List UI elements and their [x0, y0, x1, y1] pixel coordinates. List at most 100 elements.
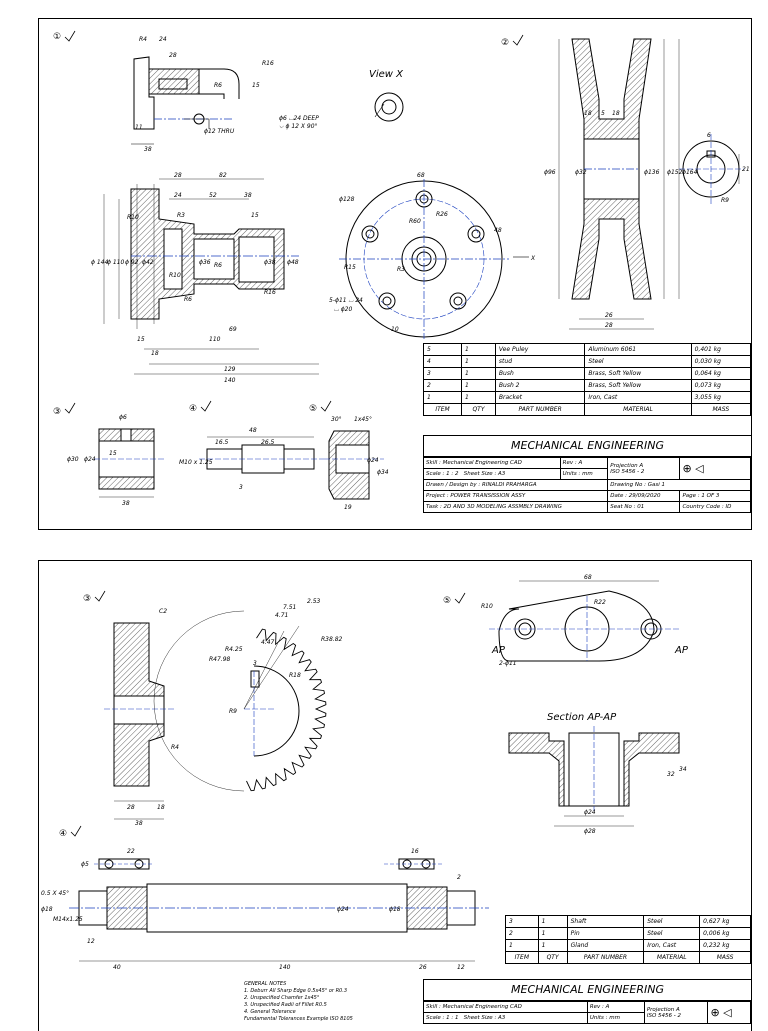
- parts-header-mass: MASS: [699, 951, 751, 964]
- dim: 15: [251, 212, 259, 219]
- dim: 16: [411, 848, 419, 855]
- dim: 26.5: [261, 439, 275, 446]
- scale-label: Scale : 1 : 2: [426, 471, 459, 477]
- dim: 12: [87, 938, 95, 945]
- parts-cell-qty: 1: [461, 379, 496, 392]
- skill: Skill : Mechanical Engineering CAD: [423, 457, 561, 469]
- svg-text:①: ①: [53, 32, 61, 42]
- note-line: 3. Unspecified Radii of Fillet R0.5: [244, 1002, 327, 1008]
- scale: Scale : 1 : 2 Sheet Size : A3: [423, 468, 561, 480]
- units: Units : mm: [559, 468, 609, 480]
- dim: 38: [122, 500, 130, 507]
- sheet1-title: MECHANICAL ENGINEERING: [423, 435, 752, 457]
- dim: ϕ5: [81, 861, 89, 868]
- sheet2-title: MECHANICAL ENGINEERING: [423, 979, 752, 1001]
- dim: M10 x 1.25: [179, 459, 213, 466]
- rev: Rev : A: [559, 457, 609, 469]
- note-line: 1. Deburr All Sharp Edge 0.5x45° or R0.3: [244, 988, 348, 994]
- dim: 21: [742, 166, 750, 173]
- svg-text:④: ④: [189, 404, 197, 414]
- dim: 52: [209, 192, 217, 199]
- note-line: Fundamental Tolerances Example ISO 8105: [244, 1016, 353, 1022]
- note-line: GENERAL NOTES: [244, 981, 287, 987]
- units: Units : mm: [586, 1012, 645, 1024]
- dim: 30°: [331, 416, 342, 423]
- dim: R22: [594, 599, 606, 606]
- dim: R4: [139, 36, 147, 43]
- dim: ϕ 144: [91, 259, 109, 266]
- dim: ϕ28: [584, 828, 596, 835]
- dim: R18: [289, 672, 301, 679]
- parts-cell-material: Brass, Soft Yellow: [584, 379, 692, 392]
- dim: 7.51: [283, 604, 296, 611]
- parts-cell-name: Bush 2: [494, 379, 586, 392]
- project: Project : POWER TRANSISSION ASSY: [422, 490, 609, 502]
- drawing-no: Drawing No : Gasi 1: [607, 479, 751, 491]
- parts-cell-qty: 1: [461, 355, 496, 368]
- parts-cell-material: Aluminum 6061: [584, 343, 692, 356]
- dim: ϕ32: [575, 169, 587, 176]
- dim: 3: [239, 484, 243, 491]
- dim: 5-ϕ11 ⌴ 24: [329, 297, 363, 304]
- parts-header-material: MATERIAL: [643, 951, 701, 964]
- dim: ϕ30: [67, 456, 79, 463]
- scale: Scale : 1 : 1 Sheet Size : A3: [423, 1012, 588, 1024]
- parts-cell-name: Bush: [494, 367, 586, 380]
- country: Country Code : ID: [679, 501, 751, 513]
- dim: ϕ34: [377, 469, 389, 476]
- sheet1-drawing: ① View X ② ③: [53, 30, 750, 511]
- dim: 18: [612, 110, 620, 117]
- dim: R4.25: [225, 646, 243, 653]
- parts-cell-qty: 1: [461, 391, 496, 404]
- parts-cell-item: 5: [422, 343, 463, 356]
- parts-cell-qty: 1: [537, 915, 568, 928]
- dim: 48: [494, 227, 502, 234]
- parts-cell-mass: 0,073 kg: [690, 379, 752, 392]
- sheet-size: Sheet Size : A3: [463, 471, 506, 477]
- dim: ϕ 92: [125, 259, 139, 266]
- parts-cell-name: Gland: [566, 939, 645, 952]
- dim: ϕ24: [84, 456, 96, 463]
- dim: ϕ36: [199, 259, 211, 266]
- sheet2-drawing: ③ ⑤ ④ C2 R4 28 18 38 7.51 4.71 2.53 4.47…: [41, 574, 689, 971]
- dim: 15: [252, 82, 260, 89]
- dim: 48: [249, 427, 257, 434]
- dim: 129: [224, 366, 236, 373]
- projection-icon: ⊕ ◁: [679, 457, 751, 480]
- ap-label-right: AP: [674, 645, 689, 656]
- dim: R6: [214, 262, 222, 269]
- dim: 34: [679, 766, 687, 773]
- view-x-label: View X: [369, 69, 404, 80]
- parts-cell-name: Pin: [566, 927, 645, 940]
- dim: 10: [391, 326, 399, 333]
- dim: 6: [707, 132, 711, 139]
- dim: ⌵ ϕ 12 X 90°: [279, 123, 318, 130]
- dim: ϕ96: [544, 169, 556, 176]
- dim: 4.47: [261, 639, 275, 646]
- dim: R3: [397, 266, 405, 273]
- dim: R38.82: [321, 636, 343, 643]
- parts-cell-name: Vee Puley: [494, 343, 586, 356]
- dim: 16.5: [215, 439, 229, 446]
- parts-cell-mass: 0,232 kg: [699, 939, 751, 952]
- dim: 40: [113, 964, 121, 971]
- dim: 140: [279, 964, 291, 971]
- dim: 82: [219, 172, 227, 179]
- parts-cell-mass: 0,627 kg: [699, 915, 751, 928]
- parts-header-material: MATERIAL: [584, 403, 692, 416]
- dim: R10: [481, 603, 493, 610]
- dim: 4.71: [275, 612, 288, 619]
- dim: 5: [601, 110, 605, 117]
- parts-cell-mass: 0,401 kg: [690, 343, 752, 356]
- parts-cell-mass: 0,064 kg: [690, 367, 752, 380]
- dim: ϕ152: [667, 169, 683, 176]
- dim: ϕ24: [367, 457, 379, 464]
- parts-cell-material: Steel: [584, 355, 692, 368]
- ap-label-left: AP: [491, 645, 506, 656]
